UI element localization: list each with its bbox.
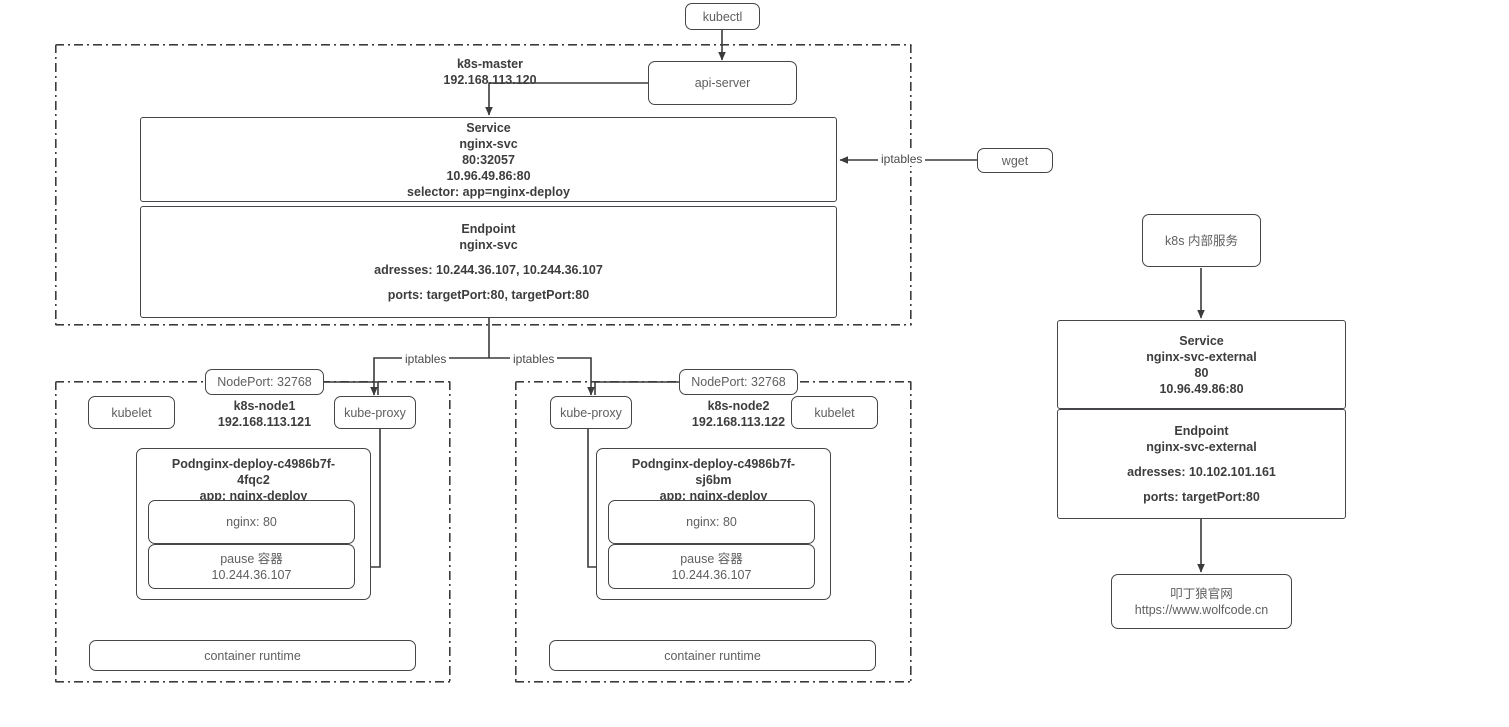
k8s-node2-name: k8s-node2 bbox=[707, 399, 770, 413]
container-nginx-node1-label: nginx: 80 bbox=[226, 515, 277, 529]
nodeport-node1-box[interactable]: NodePort: 32768 bbox=[205, 369, 324, 395]
endpoint-ports: ports: targetPort:80, targetPort:80 bbox=[387, 288, 590, 302]
ext-service-title: Service bbox=[1179, 333, 1224, 348]
k8s-internal-service-box[interactable]: k8s 内部服务 bbox=[1142, 214, 1261, 267]
wolfcode-site-url: https://www.wolfcode.cn bbox=[1134, 602, 1269, 617]
container-runtime-node2-box[interactable]: container runtime bbox=[549, 640, 876, 671]
ext-service-port: 80 bbox=[1194, 365, 1209, 380]
pod-node2-name-line1: Podnginx-deploy-c4986b7f- bbox=[631, 457, 796, 471]
endpoint-title: Endpoint bbox=[461, 222, 516, 236]
k8s-master-ip: 192.168.113.120 bbox=[443, 73, 537, 88]
api-server-label: api-server bbox=[694, 76, 751, 90]
iptables-label-wget: iptables bbox=[878, 152, 926, 166]
container-nginx-node1-box[interactable]: nginx: 80 bbox=[148, 500, 355, 544]
service-nginx-svc-external-box[interactable]: Service nginx-svc-external 80 10.96.49.8… bbox=[1057, 320, 1346, 409]
kube-proxy-node2-box[interactable]: kube-proxy bbox=[550, 396, 632, 429]
wolfcode-site-box[interactable]: 叩丁狼官网 https://www.wolfcode.cn bbox=[1111, 574, 1292, 629]
ext-endpoint-title: Endpoint bbox=[1174, 424, 1229, 438]
wget-label: wget bbox=[1001, 153, 1029, 168]
wget-box[interactable]: wget bbox=[977, 148, 1053, 173]
pod-node1-name-line2: 4fqc2 bbox=[237, 473, 270, 487]
kubelet-node1-box[interactable]: kubelet bbox=[88, 396, 175, 429]
pod-node1-app: app: nginx-deploy bbox=[199, 489, 308, 503]
endpoint-name: nginx-svc bbox=[459, 238, 518, 252]
ext-endpoint-addresses: adresses: 10.102.101.161 bbox=[1127, 465, 1276, 479]
pod-node1-name-line1: Podnginx-deploy-c4986b7f- bbox=[171, 457, 336, 471]
container-runtime-node2-label: container runtime bbox=[664, 648, 761, 663]
container-pause-node2-box[interactable]: pause 容器 10.244.36.107 bbox=[608, 544, 815, 589]
service-title: Service bbox=[466, 120, 511, 135]
iptables-label-node1: iptables bbox=[402, 352, 450, 366]
k8s-master-name: k8s-master bbox=[456, 57, 523, 71]
container-nginx-node2-label: nginx: 80 bbox=[686, 515, 737, 529]
container-runtime-node1-label: container runtime bbox=[204, 648, 301, 663]
container-nginx-node2-box[interactable]: nginx: 80 bbox=[608, 500, 815, 544]
container-pause-node1-box[interactable]: pause 容器 10.244.36.107 bbox=[148, 544, 355, 589]
kube-proxy-node2-label: kube-proxy bbox=[560, 405, 622, 420]
kubelet-node2-label: kubelet bbox=[814, 405, 855, 420]
endpoint-nginx-svc-external-box[interactable]: Endpoint nginx-svc-external adresses: 10… bbox=[1057, 409, 1346, 519]
endpoint-addresses: adresses: 10.244.36.107, 10.244.36.107 bbox=[374, 263, 603, 277]
service-selector: selector: app=nginx-deploy bbox=[407, 184, 570, 199]
service-ports: 80:32057 bbox=[462, 152, 515, 167]
nodeport-node2-label: NodePort: 32768 bbox=[691, 375, 786, 389]
ext-service-name: nginx-svc-external bbox=[1146, 349, 1257, 364]
k8s-node1-name: k8s-node1 bbox=[233, 399, 296, 413]
kubelet-node1-label: kubelet bbox=[111, 405, 152, 420]
api-server-box[interactable]: api-server bbox=[648, 61, 797, 105]
ext-endpoint-name: nginx-svc-external bbox=[1146, 440, 1257, 454]
k8s-node2-ip: 192.168.113.122 bbox=[691, 415, 786, 430]
k8s-internal-service-label: k8s 内部服务 bbox=[1165, 233, 1238, 248]
k8s-node1-label: k8s-node1 192.168.113.121 bbox=[178, 398, 351, 431]
container-runtime-node1-box[interactable]: container runtime bbox=[89, 640, 416, 671]
k8s-master-label: k8s-master 192.168.113.120 bbox=[400, 56, 580, 89]
container-pause-node2-ip: 10.244.36.107 bbox=[671, 567, 752, 582]
k8s-node1-ip: 192.168.113.121 bbox=[217, 415, 312, 430]
endpoint-nginx-svc-box[interactable]: Endpoint nginx-svc adresses: 10.244.36.1… bbox=[140, 206, 837, 318]
service-nginx-svc-box[interactable]: Service nginx-svc 80:32057 10.96.49.86:8… bbox=[140, 117, 837, 202]
container-pause-node2-title: pause 容器 bbox=[680, 551, 743, 566]
kubectl-box[interactable]: kubectl bbox=[685, 3, 760, 30]
k8s-node2-label: k8s-node2 192.168.113.122 bbox=[652, 398, 825, 431]
service-cluster-ip: 10.96.49.86:80 bbox=[446, 168, 531, 183]
container-pause-node1-title: pause 容器 bbox=[220, 551, 283, 566]
iptables-label-node2: iptables bbox=[510, 352, 558, 366]
service-name: nginx-svc bbox=[459, 136, 518, 151]
nodeport-node1-label: NodePort: 32768 bbox=[217, 375, 312, 389]
kube-proxy-node1-label: kube-proxy bbox=[344, 405, 406, 420]
pod-node2-app: app: nginx-deploy bbox=[659, 489, 768, 503]
wolfcode-site-title: 叩丁狼官网 bbox=[1170, 586, 1233, 601]
kubelet-node2-box[interactable]: kubelet bbox=[791, 396, 878, 429]
ext-endpoint-ports: ports: targetPort:80 bbox=[1143, 490, 1260, 504]
ext-service-cluster-ip: 10.96.49.86:80 bbox=[1159, 381, 1244, 396]
nodeport-node2-box[interactable]: NodePort: 32768 bbox=[679, 369, 798, 395]
pod-node2-name-line2: sj6bm bbox=[695, 473, 732, 487]
kubectl-label: kubectl bbox=[702, 9, 743, 24]
container-pause-node1-ip: 10.244.36.107 bbox=[211, 567, 292, 582]
kube-proxy-node1-box[interactable]: kube-proxy bbox=[334, 396, 416, 429]
